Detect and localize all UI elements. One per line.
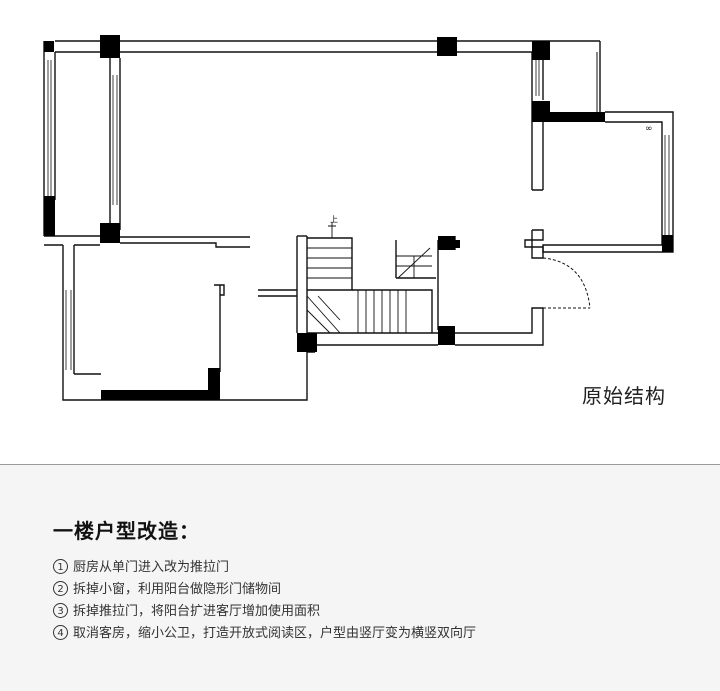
balcony-symbol: ∞ — [645, 124, 653, 134]
section-divider — [0, 464, 720, 465]
entrance-door-swing — [542, 257, 591, 309]
structural-columns — [44, 35, 673, 400]
stair-up-mark: 上 — [330, 215, 338, 224]
note-number: 1 — [53, 559, 68, 574]
notes-list: 1 厨房从单门进入改为推拉门 2 拆掉小窗，利用阳台做隐形门储物间 3 拆掉推拉门，将… — [53, 557, 476, 645]
renovation-notes-panel: 一楼户型改造： 1 厨房从单门进入改为推拉门 2 拆掉小窗，利用阳台做隐形门储物间 … — [0, 465, 720, 691]
note-item: 4 取消客房，缩小公卫，打造开放式阅读区，户型由竖厅变为横竖双向厅 — [53, 623, 476, 645]
note-number: 4 — [53, 625, 68, 640]
note-item: 1 厨房从单门进入改为推拉门 — [53, 557, 476, 579]
floor-plan-drawing: ∞ 上 — [43, 35, 674, 401]
note-text: 取消客房，缩小公卫，打造开放式阅读区，户型由竖厅变为横竖双向厅 — [73, 626, 477, 641]
note-number: 3 — [53, 603, 68, 618]
note-item: 2 拆掉小窗，利用阳台做隐形门储物间 — [53, 579, 476, 601]
floor-plan-panel: ∞ 上 原始结构 — [43, 35, 674, 408]
note-text: 厨房从单门进入改为推拉门 — [73, 560, 230, 575]
plan-caption: 原始结构 — [582, 384, 666, 408]
stair-treads — [306, 222, 432, 334]
note-number: 2 — [53, 581, 68, 596]
note-text: 拆掉推拉门，将阳台扩进客厅增加使用面积 — [73, 604, 321, 619]
plan-walls — [43, 40, 674, 401]
note-text: 拆掉小窗，利用阳台做隐形门储物间 — [73, 582, 282, 597]
note-item: 3 拆掉推拉门，将阳台扩进客厅增加使用面积 — [53, 601, 476, 623]
notes-title: 一楼户型改造： — [53, 519, 200, 543]
